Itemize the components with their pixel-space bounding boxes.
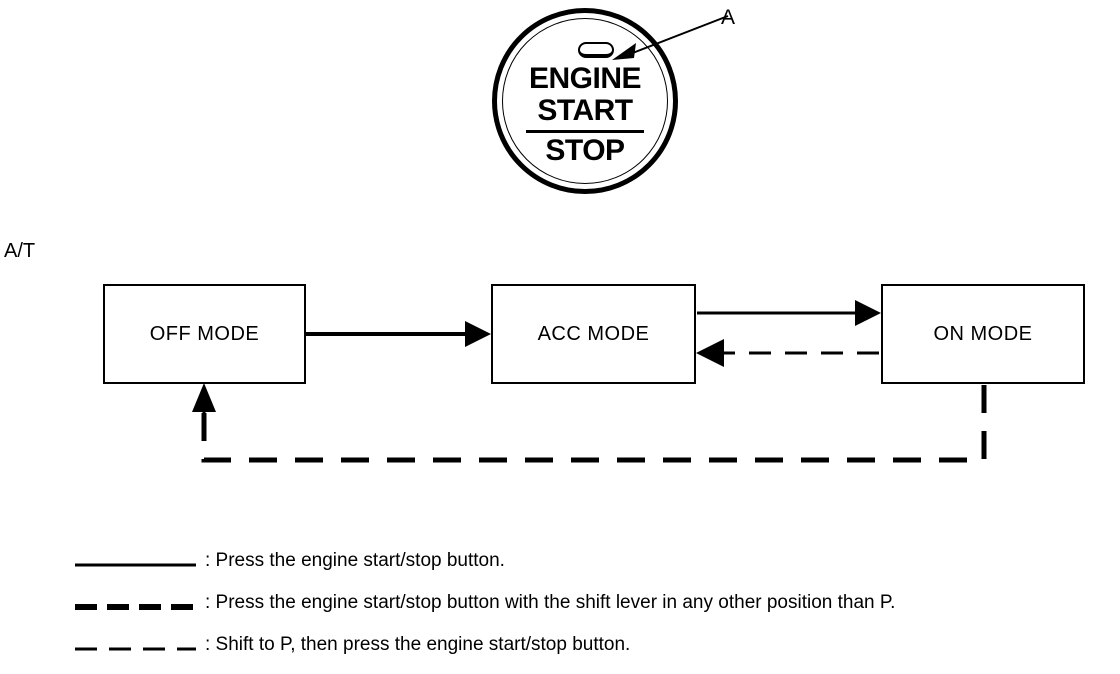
legend-sample-dashed-thick-line — [75, 604, 196, 610]
state-box-off-mode: OFF MODE — [103, 284, 306, 384]
arrow-on-to-acc-dashed — [696, 339, 879, 367]
button-face-text: ENGINE START STOP — [510, 64, 660, 166]
state-box-acc-mode: ACC MODE — [491, 284, 696, 384]
engine-start-stop-button: ENGINE START STOP — [492, 8, 688, 200]
indicator-light-icon — [578, 42, 614, 58]
legend: : Press the engine start/stop button. : … — [75, 548, 1105, 674]
button-inner-ring — [502, 18, 668, 184]
arrow-off-to-acc — [306, 321, 491, 347]
button-divider-line — [526, 130, 644, 133]
state-box-on-mode: ON MODE — [881, 284, 1085, 384]
transmission-type-label: A/T — [4, 240, 36, 262]
legend-row-solid: : Press the engine start/stop button. — [75, 548, 1105, 590]
callout-a-label: A — [721, 6, 736, 29]
legend-text-dashed-thin: : Shift to P, then press the engine star… — [205, 634, 631, 655]
arrow-acc-to-on — [697, 300, 881, 326]
legend-row-dashed-thick: : Press the engine start/stop button wit… — [75, 590, 1105, 632]
legend-text-dashed-thick: : Press the engine start/stop button wit… — [205, 592, 896, 613]
state-box-off-mode-label: OFF MODE — [149, 322, 260, 345]
button-label-stop: STOP — [545, 134, 625, 167]
legend-sample-solid-line — [75, 563, 196, 567]
button-label-start: START — [537, 94, 633, 127]
legend-sample-dashed-thin-line — [75, 647, 196, 651]
legend-text-solid: : Press the engine start/stop button. — [205, 550, 505, 571]
button-label-engine: ENGINE — [528, 62, 642, 95]
state-box-on-mode-label: ON MODE — [933, 322, 1033, 345]
legend-row-dashed-thin: : Shift to P, then press the engine star… — [75, 632, 1105, 674]
state-box-acc-mode-label: ACC MODE — [537, 322, 650, 345]
arrow-on-to-off-dashed — [192, 383, 987, 463]
